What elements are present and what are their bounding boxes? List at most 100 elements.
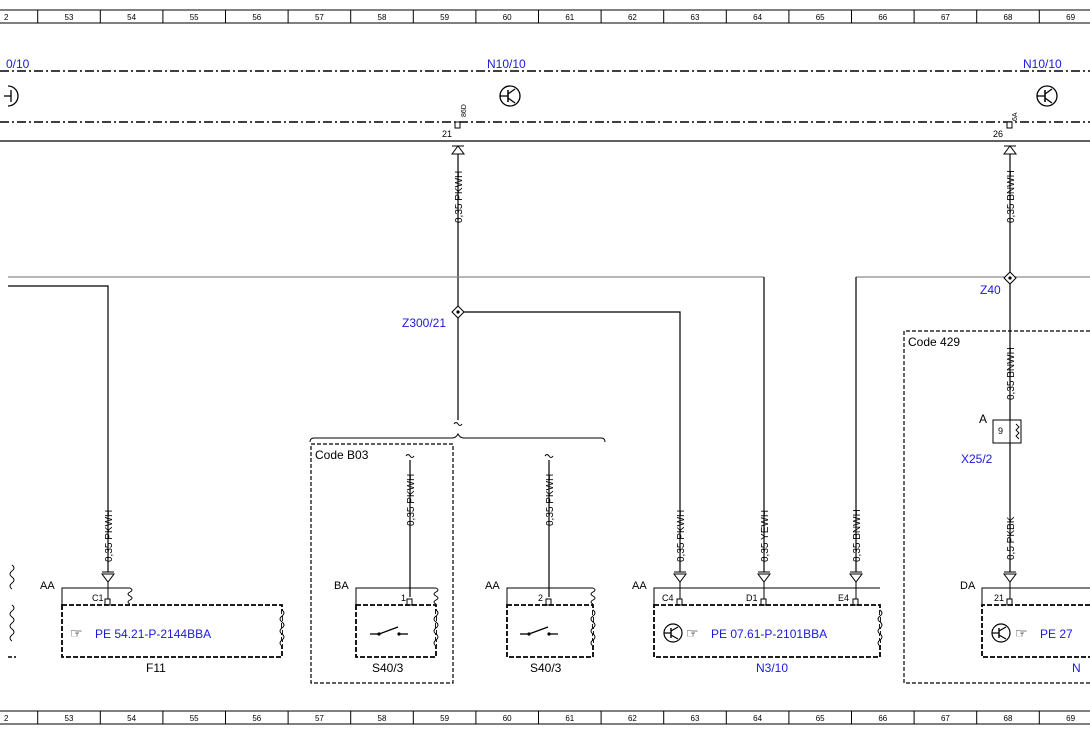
hand-pointer-icon: ☞ <box>70 625 83 641</box>
connector-arrow-right-top <box>1003 145 1017 155</box>
top-ruler-number: 68 <box>1004 13 1013 22</box>
s40-2-group: AA <box>485 580 500 592</box>
transistor-icon <box>663 623 683 643</box>
top-ruler-number: 55 <box>190 13 199 22</box>
switch-icon <box>370 626 408 636</box>
top-ruler-number: 63 <box>691 13 700 22</box>
bottom-ruler-number: 2 <box>4 714 9 723</box>
top-ruler-number: 69 <box>1066 13 1075 22</box>
left-partial-component <box>8 564 16 658</box>
wires <box>8 154 1090 597</box>
pin-number-center: 21 <box>442 129 452 139</box>
switch-icon <box>520 626 558 636</box>
module-label-right[interactable]: N10/10 <box>1023 57 1062 71</box>
component-f11 <box>61 582 285 658</box>
top-ruler-number: 57 <box>315 13 324 22</box>
pin-code-right: 6A <box>1012 112 1019 121</box>
component-right <box>981 582 1090 658</box>
top-pin-center: 86D 21 <box>442 104 468 139</box>
s40-1-name: S40/3 <box>372 661 404 675</box>
top-ruler-number: 62 <box>628 13 637 22</box>
wire-label-s40-1: 0,35 PKWH <box>406 474 417 526</box>
code-b03-box <box>310 443 454 684</box>
transistor-icon-center <box>499 85 521 107</box>
transistor-icon-right <box>1036 85 1058 107</box>
bottom-ruler-number: 61 <box>565 714 574 723</box>
f11-name: F11 <box>146 661 166 675</box>
wire-label-s40-2: 0,35 PKWH <box>545 474 556 526</box>
break-mark-s40-2 <box>544 454 554 458</box>
wire-label-right-low: 0,5 PKBK <box>1006 516 1017 560</box>
top-ruler-number: 61 <box>565 13 574 22</box>
code-429-label: Code 429 <box>908 335 960 349</box>
n3-name[interactable]: N3/10 <box>756 661 788 675</box>
n3-ref-link[interactable]: PE 07.61-P-2101BBA <box>711 627 827 641</box>
bottom-ruler-number: 60 <box>503 714 512 723</box>
bottom-ruler-number: 67 <box>941 714 950 723</box>
transistor-icon <box>991 623 1011 643</box>
module-label-left[interactable]: 0/10 <box>6 57 30 71</box>
splice-z300 <box>451 305 465 319</box>
s40-2-pin: 2 <box>538 593 543 603</box>
top-ruler-number: 54 <box>127 13 136 22</box>
splice-z40 <box>1003 271 1017 285</box>
f11-ref-link[interactable]: PE 54.21-P-2144BBA <box>95 627 211 641</box>
bottom-ruler-number: 63 <box>691 714 700 723</box>
top-ruler-number: 60 <box>503 13 512 22</box>
component-n3-10 <box>653 582 883 658</box>
bottom-ruler-number: 64 <box>753 714 762 723</box>
top-ruler-number: 58 <box>378 13 387 22</box>
hand-pointer-icon: ☞ <box>686 625 699 641</box>
bottom-ruler-number: 55 <box>190 714 199 723</box>
pin-number-right: 26 <box>993 129 1003 139</box>
right-group: DA <box>960 580 976 592</box>
top-ruler-number: 65 <box>816 13 825 22</box>
top-ruler-number: 2 <box>4 13 9 22</box>
s40-1-pin: 1 <box>401 593 406 603</box>
wire-label-right-mid: 0,35 BNWH <box>1006 347 1017 400</box>
bottom-ruler-number: 53 <box>65 714 74 723</box>
hand-pointer-icon: ☞ <box>1015 625 1028 641</box>
pin-code-center: 86D <box>461 104 468 117</box>
bottom-ruler-number: 62 <box>628 714 637 723</box>
f11-pin: C1 <box>92 593 104 603</box>
wire-label-f11: 0,35 PKWH <box>104 510 115 562</box>
n3-pin-c4: C4 <box>662 593 674 603</box>
x25-letter: A <box>979 412 987 426</box>
bottom-ruler-number: 58 <box>378 714 387 723</box>
n3-pin-e4: E4 <box>838 593 849 603</box>
bottom-ruler-number: 59 <box>440 714 449 723</box>
top-pin-right: 6A 26 <box>993 112 1019 139</box>
module-label-center[interactable]: N10/10 <box>487 57 526 71</box>
x25-pin: 9 <box>998 426 1003 436</box>
n3-group: AA <box>632 580 647 592</box>
break-mark-s40-1 <box>405 454 415 458</box>
connector-x25: 9 <box>992 419 1022 444</box>
top-ruler-number: 53 <box>65 13 74 22</box>
x25-name[interactable]: X25/2 <box>961 452 993 466</box>
splice-label-z40[interactable]: Z40 <box>980 283 1001 297</box>
wire-label-right-top: 0,35 BNWH <box>1006 170 1017 223</box>
code-429-box <box>903 330 1090 684</box>
component-s40-1 <box>355 587 439 658</box>
wire-label-d1: 0,35 YEWH <box>760 510 771 562</box>
connector-arrow-center-top <box>451 145 465 155</box>
wire-label-c4: 0,35 PKWH <box>676 510 687 562</box>
bottom-ruler-number: 57 <box>315 714 324 723</box>
wire-label-center-top: 0,35 PKWH <box>454 171 465 223</box>
right-ref-link[interactable]: PE 27 <box>1040 627 1073 641</box>
top-ruler-number: 56 <box>252 13 261 22</box>
bottom-ruler-number: 56 <box>252 714 261 723</box>
code-b03-label: Code B03 <box>315 448 369 462</box>
s40-1-group: BA <box>334 580 349 592</box>
top-ruler-number: 59 <box>440 13 449 22</box>
top-ruler-number: 67 <box>941 13 950 22</box>
top-ruler-number: 66 <box>878 13 887 22</box>
splice-label-z300[interactable]: Z300/21 <box>402 316 446 330</box>
f11-group: AA <box>40 580 55 592</box>
right-name[interactable]: N <box>1072 661 1081 675</box>
bottom-ruler-number: 54 <box>127 714 136 723</box>
